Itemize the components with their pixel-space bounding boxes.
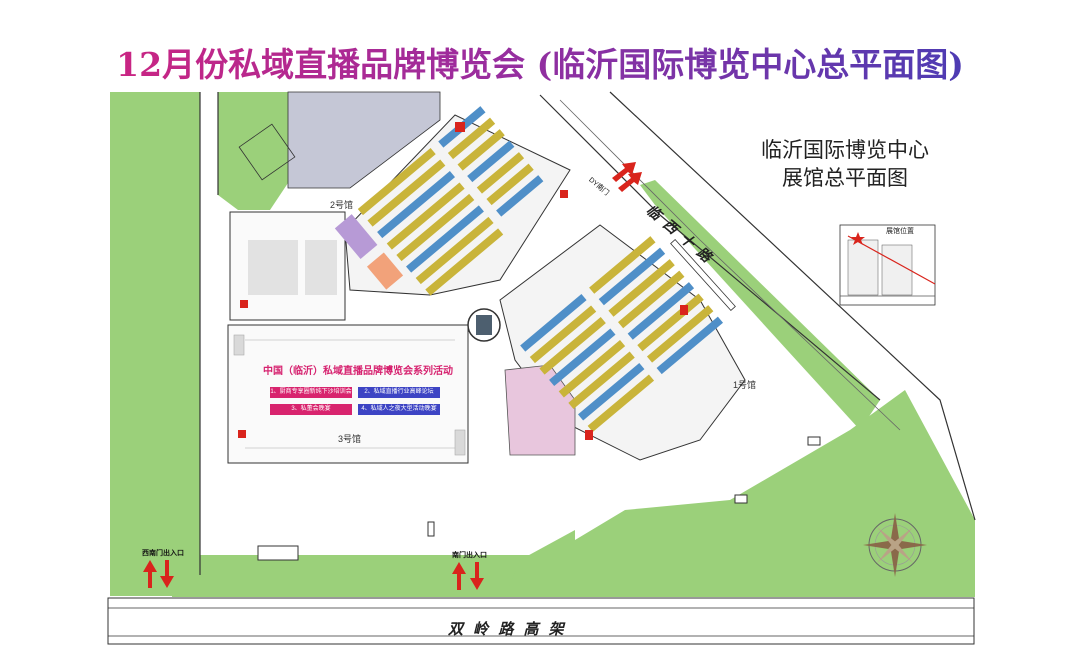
gray-building-block [287,91,441,189]
legend-title-line1: 临沂国际博览中心 [761,138,929,162]
legend-title: 临沂国际博览中心 展馆总平面图 [750,136,940,192]
small-building-east-2 [807,436,821,446]
inset-title: 展馆位置 [886,228,914,235]
upper-hall-grid [248,240,337,295]
legend-title-line2: 展馆总平面图 [782,166,908,190]
hall-2-label: 2号馆 [330,200,354,210]
green-area-east-strip [640,180,880,430]
compass-rose-icon [863,513,927,577]
road-outline [199,91,976,575]
page-title: 12月份私域直播品牌博览会 (临沂国际博览中心总平面图) [0,38,1080,86]
gate-label-southwest: 西南门出入口 [142,550,184,557]
green-area-south-curve [505,530,575,597]
event-item-1: 1、厨商专享圈新纯下沙培训会 [270,387,352,398]
hall-1-label: 1号馆 [733,380,757,390]
event-item-2: 2、私域直播行业高峰论坛 [358,387,440,398]
red-entrance-arrow-icon [143,162,642,590]
inset-location-map [839,224,936,306]
event-item-3: 3、私董会晚宴 [270,404,352,415]
event-item-4: 4、私域人之夜大型活动晚宴 [358,404,440,415]
small-building-nw [238,123,296,181]
pink-zone [504,364,576,456]
hall-3-inner [233,334,466,456]
red-exit-markers [238,122,688,440]
small-building-east [734,494,748,504]
small-building-south [257,545,299,561]
small-building-south-2 [427,521,435,537]
road-outline-2 [559,99,901,431]
gate-label-south: 南门出入口 [452,552,487,559]
events-title: 中国（临沂）私域直播品牌博览会系列活动 [263,366,453,377]
central-tower [476,315,492,335]
hall-3-label: 3号馆 [338,434,362,444]
green-area-west [110,92,200,596]
east-long-strip [670,238,736,312]
hall-1-booths [520,236,724,433]
road-label-south: 双 岭 路 高 架 [448,621,567,638]
